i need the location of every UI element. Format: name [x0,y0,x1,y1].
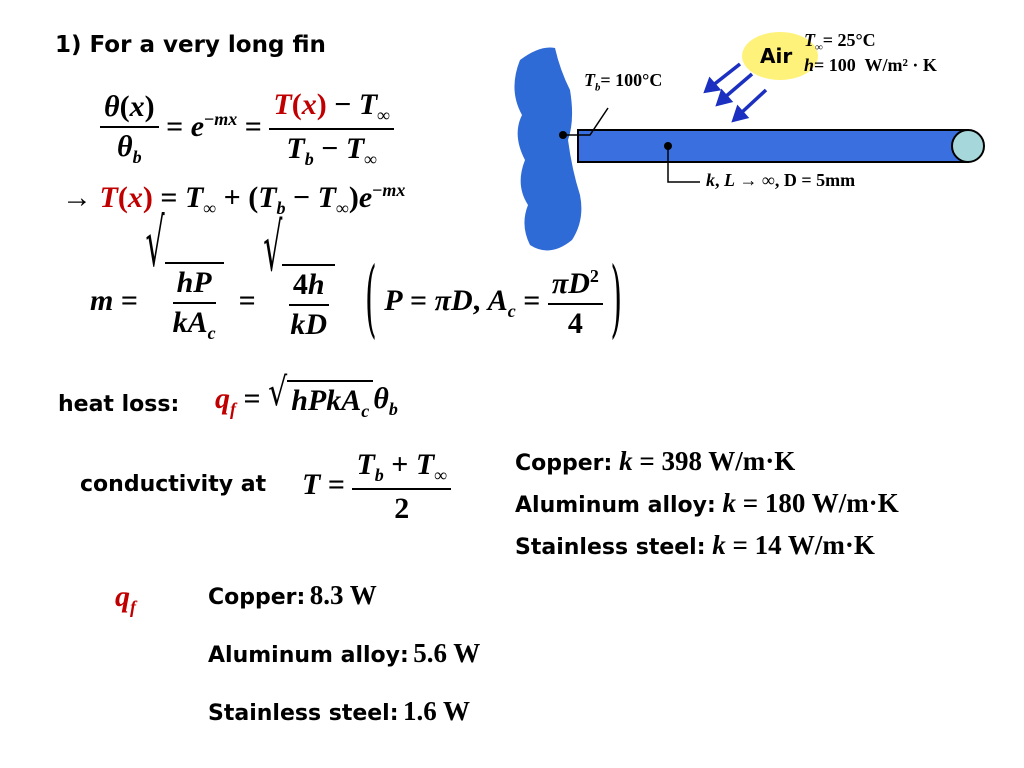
conductivity-list: Copper: k = 398 W/m·K Aluminum alloy: k … [515,446,899,572]
air-label: Air [760,44,793,68]
conductivity-item: Stainless steel: k = 14 W/m·K [515,530,875,560]
tb-value: Tb= 100°C [584,70,663,94]
fin-diagram [514,32,985,251]
conductivity-at-label: conductivity at [80,472,267,497]
fin-body [577,129,969,163]
heat-result-item: Aluminum alloy: 5.6 W [208,638,481,668]
air-bubble [742,32,818,80]
heat-result-item: Copper: 8.3 W [208,580,377,610]
heat-result-item: Stainless steel: 1.6 W [208,696,470,726]
mean-temperature-equation: T = Tb + T∞2 [302,448,452,526]
heat-loss-label: heat loss: [58,392,180,417]
temperature-equation: → T(x) = T∞ + (Tb − T∞)e−mx [62,180,406,218]
fin-tip [951,129,985,163]
conductivity-item: Aluminum alloy: k = 180 W/m·K [515,488,899,518]
t-inf-value: T∞= 25°C [804,30,876,54]
fin-properties: k, L → ∞, D = 5mm [706,170,856,190]
h-value: h= 100 W/m² · K [804,55,937,75]
heat-results-list: Copper: 8.3 W Aluminum alloy: 5.6 W Stai… [208,580,480,754]
theta-equation: θ(x)θb = e−mx = T(x) − T∞Tb − T∞ [100,88,395,170]
conductivity-item: Copper: k = 398 W/m·K [515,446,796,476]
wall-shape [514,47,582,251]
page-title: 1) For a very long fin [55,32,326,58]
qf-symbol: qf [115,580,136,617]
